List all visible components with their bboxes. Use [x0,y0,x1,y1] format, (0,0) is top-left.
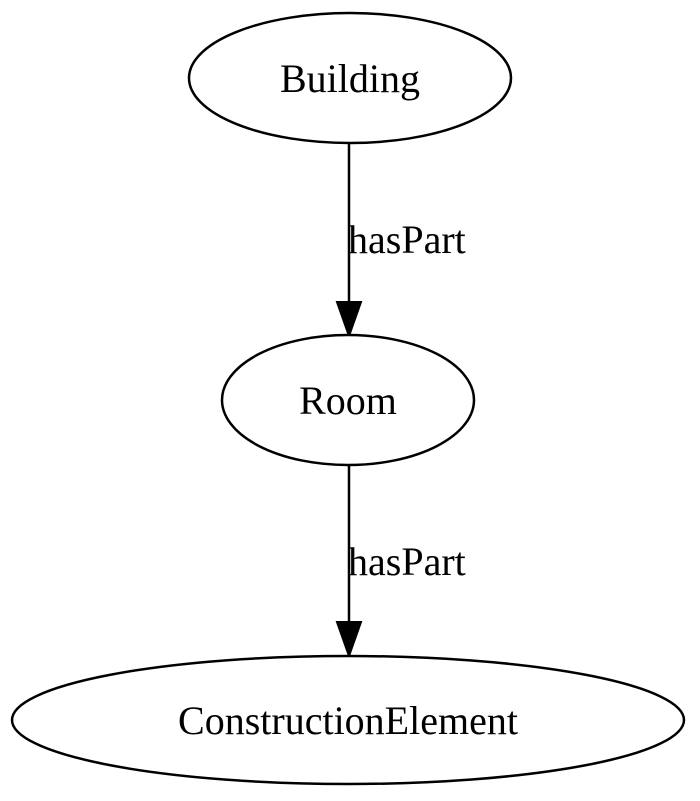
node-construction-element[interactable]: ConstructionElement [10,654,686,786]
node-building[interactable]: Building [187,11,513,145]
node-room-shape [220,333,476,467]
node-building-label: Building [280,56,420,101]
node-construction-element-label: ConstructionElement [178,698,518,743]
node-room-label: Room [299,378,397,423]
edge-room-construction-element-label: hasPart [348,539,466,584]
node-building-shape [187,11,513,145]
edge-room-construction-element: hasPart [335,465,466,660]
node-construction-element-shape [10,654,686,786]
edge-building-room-label: hasPart [348,217,466,262]
node-room[interactable]: Room [220,333,476,467]
edge-room-construction-element-arrowhead [335,621,363,660]
edge-building-room: hasPart [335,144,466,340]
edge-building-room-arrowhead [335,301,363,340]
